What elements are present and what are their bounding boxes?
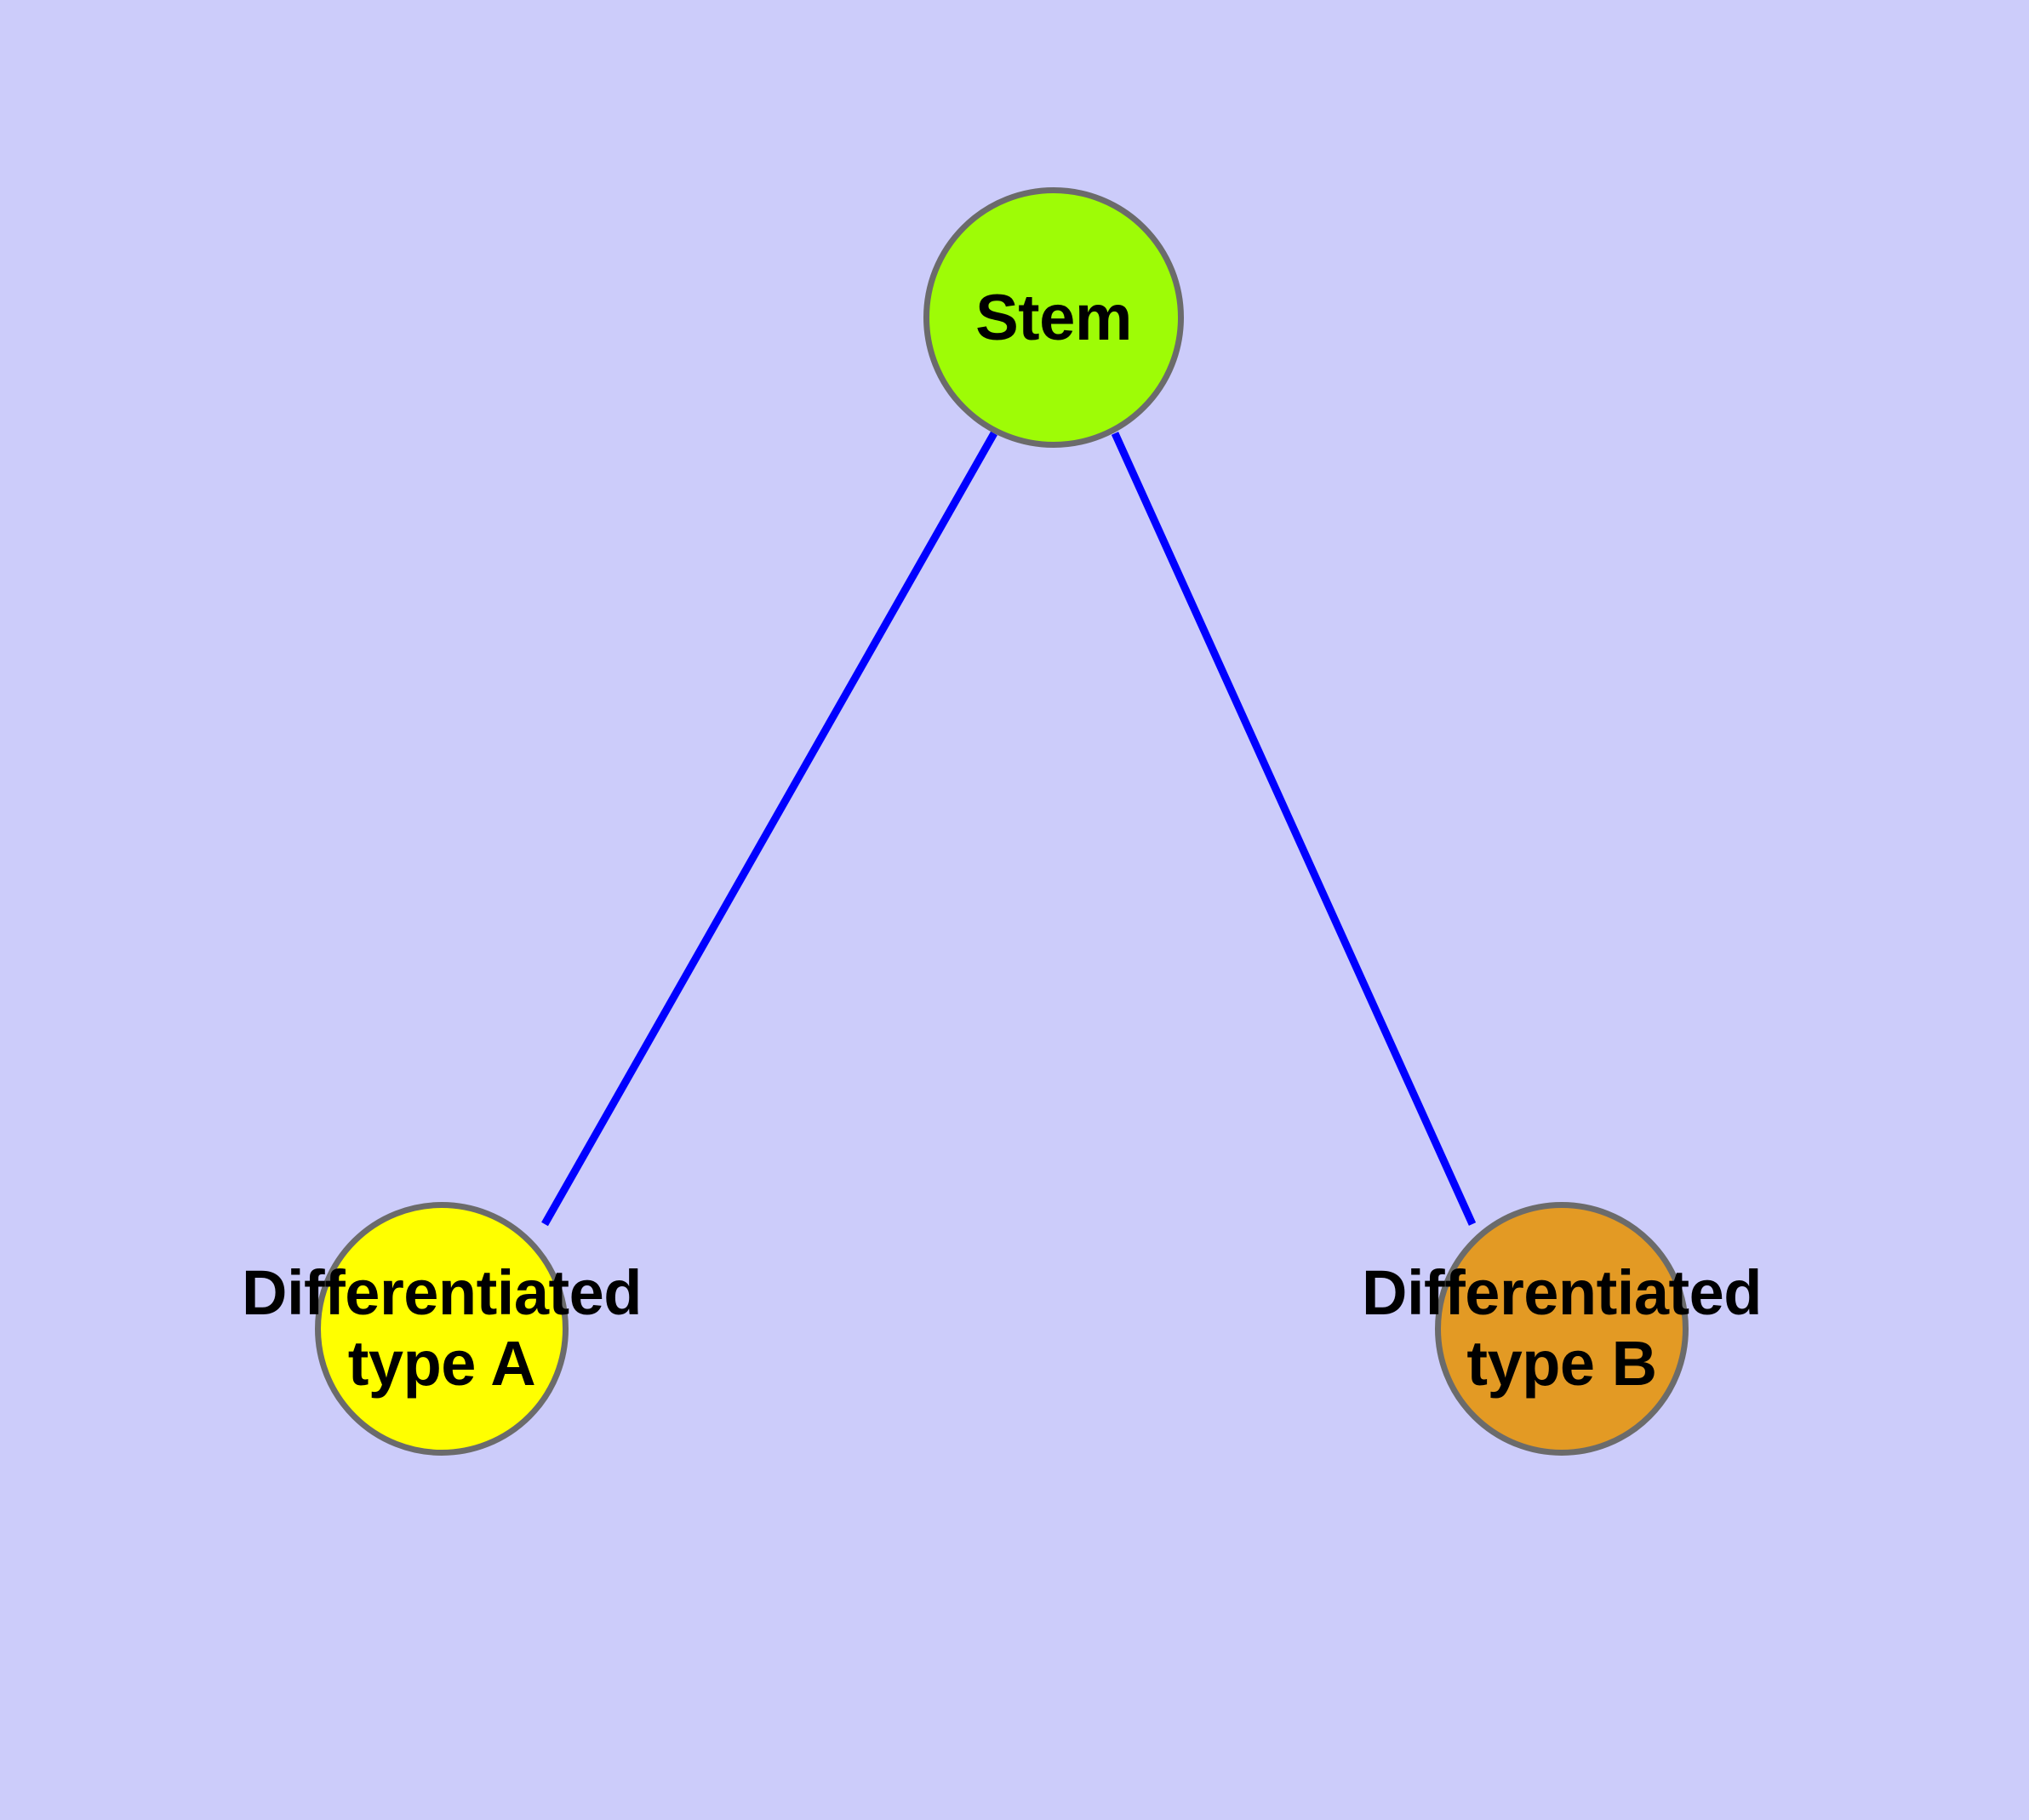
edge-stem-to-differentiated-type-b [1111,432,1477,1226]
edge-stem-to-differentiated-type-a [541,431,997,1227]
node-differentiated-type-b[interactable] [1435,1202,1689,1456]
node-stem[interactable] [923,187,1184,448]
node-differentiated-type-a[interactable] [315,1202,569,1456]
